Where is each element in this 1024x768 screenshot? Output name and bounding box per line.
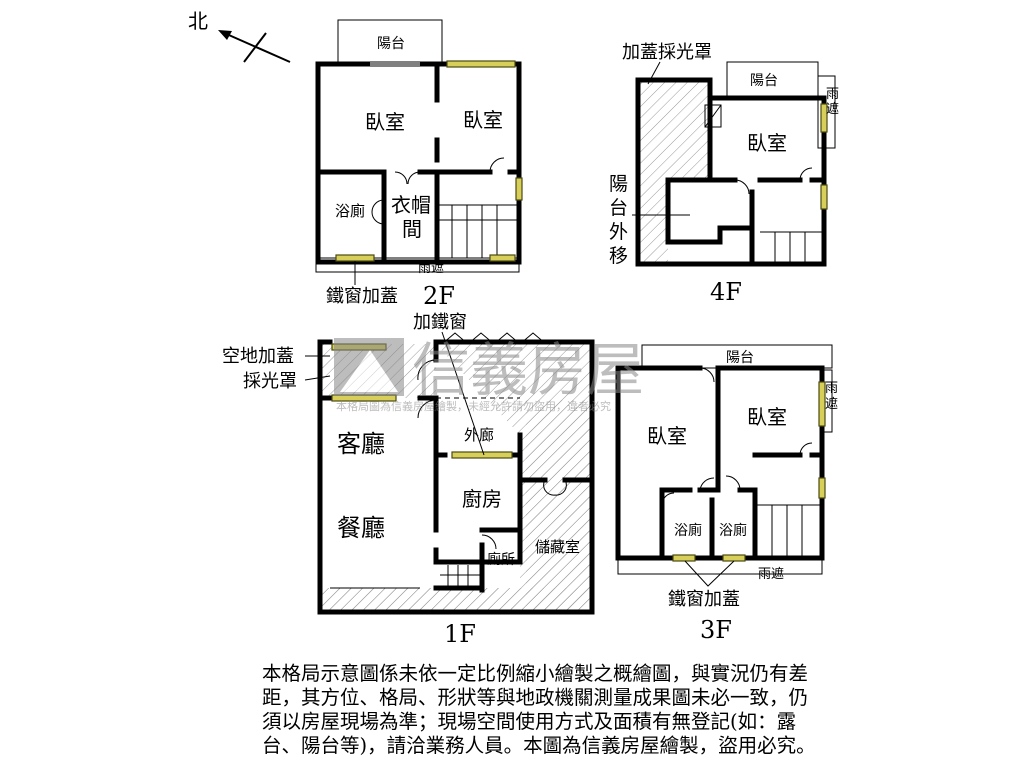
disclaimer-line: 台、陽台等)，請洽業務人員。本圖為信義房屋繪製，盜用必究。 — [262, 734, 816, 757]
rain-shield: 遮 — [826, 101, 839, 117]
window — [672, 554, 696, 562]
room-dining: 餐廳 — [337, 514, 385, 542]
rain-shield: 雨遮 — [758, 566, 784, 582]
annotation-iron-window: 鐵窗加蓋 — [668, 589, 740, 610]
window — [820, 103, 828, 133]
floor-title-3f: 3F — [700, 616, 732, 644]
room-storage: 儲藏室 — [535, 538, 580, 556]
annotation-iron-window: 鐵窗加蓋 — [326, 286, 398, 307]
room-balcony: 陽台 — [377, 36, 405, 52]
room-balcony: 陽台 — [750, 73, 778, 89]
room-closet: 間 — [402, 217, 422, 241]
room-bedroom: 臥室 — [365, 110, 405, 134]
window — [818, 381, 826, 427]
room-bedroom: 臥室 — [747, 131, 787, 155]
window — [489, 254, 516, 262]
disclaimer-line: 須以房屋現場為準；現場空間使用方式及面積有無登記(如：露 — [262, 710, 797, 733]
annotation-balcony-moved: 台 — [609, 197, 628, 219]
rain-shield: 雨 — [825, 381, 838, 396]
disclaimer-line: 本格局示意圖係未依一定比例縮小繪製之概繪圖，與實況仍有差 — [262, 662, 809, 685]
room-bathroom: 浴廁 — [674, 522, 702, 539]
annotation-balcony-moved: 移 — [609, 245, 628, 267]
room-living: 客廳 — [337, 430, 385, 458]
room-bedroom: 臥室 — [463, 108, 503, 132]
annotation-skylight: 加蓋採光罩 — [622, 42, 712, 63]
disclaimer-line: 距，其方位、格局、形狀等與地政機關測量成果圖未必一致，仍 — [262, 686, 809, 709]
watermark-brand: 信義房屋 — [412, 336, 644, 404]
rain-shield: 遮 — [825, 396, 838, 412]
annotation-balcony-moved: 外 — [609, 221, 628, 243]
room-bedroom: 臥室 — [647, 424, 687, 448]
rain-shield: 雨遮 — [418, 260, 444, 276]
floor-title-4f: 4F — [710, 278, 742, 306]
window — [515, 177, 523, 201]
floor-1f: 加鐵窗 空地加蓋 採光罩 客廳 餐廳 外廊 廚房 廁所 儲藏室 1F — [222, 312, 595, 648]
floor-2f: 陽台 臥室 臥室 浴廁 衣帽 間 雨遮 鐵窗加蓋 2F — [315, 19, 523, 310]
room-closet: 衣帽 — [391, 193, 431, 217]
floor-title-2f: 2F — [423, 282, 455, 310]
window — [335, 254, 375, 262]
disclaimer: 本格局示意圖係未依一定比例縮小繪製之概繪圖，與實況仍有差 距，其方位、格局、形狀… — [262, 662, 842, 758]
brand-logo-icon — [334, 338, 404, 396]
annotation-iron-window: 加鐵窗 — [413, 312, 467, 333]
room-toilet: 廁所 — [487, 551, 515, 568]
room-bathroom: 浴廁 — [335, 202, 365, 220]
north-label: 北 — [188, 9, 208, 33]
watermark-notice: 本格局圖為信義房屋繪製，未經允許請勿盜用，違者必究 — [336, 399, 611, 413]
floor-4f: 加蓋採光罩 陽台 雨 遮 臥室 陽 台 外 移 4F — [609, 42, 839, 306]
watermark: 信義房屋 本格局圖為信義房屋繪製，未經允許請勿盜用，違者必究 — [334, 336, 644, 413]
floor-3f: 陽台 雨 遮 臥室 臥室 浴廁 浴廁 雨遮 鐵窗加蓋 3F — [615, 344, 838, 644]
window — [722, 554, 746, 562]
room-corridor: 外廊 — [464, 426, 494, 444]
room-bathroom: 浴廁 — [719, 522, 747, 539]
window — [820, 184, 828, 210]
annotation-yard-cover: 空地加蓋 — [222, 346, 294, 367]
window — [446, 60, 516, 68]
annotation-balcony-moved: 陽 — [609, 173, 628, 195]
room-bedroom: 臥室 — [747, 405, 787, 429]
window — [451, 451, 513, 459]
north-compass: 北 — [188, 9, 291, 63]
annotation-skylight: 採光罩 — [243, 371, 297, 392]
floor-title-1f: 1F — [444, 620, 476, 648]
room-balcony: 陽台 — [726, 350, 754, 366]
room-kitchen: 廚房 — [462, 487, 502, 511]
window — [818, 477, 826, 499]
rain-shield: 雨 — [826, 87, 839, 102]
